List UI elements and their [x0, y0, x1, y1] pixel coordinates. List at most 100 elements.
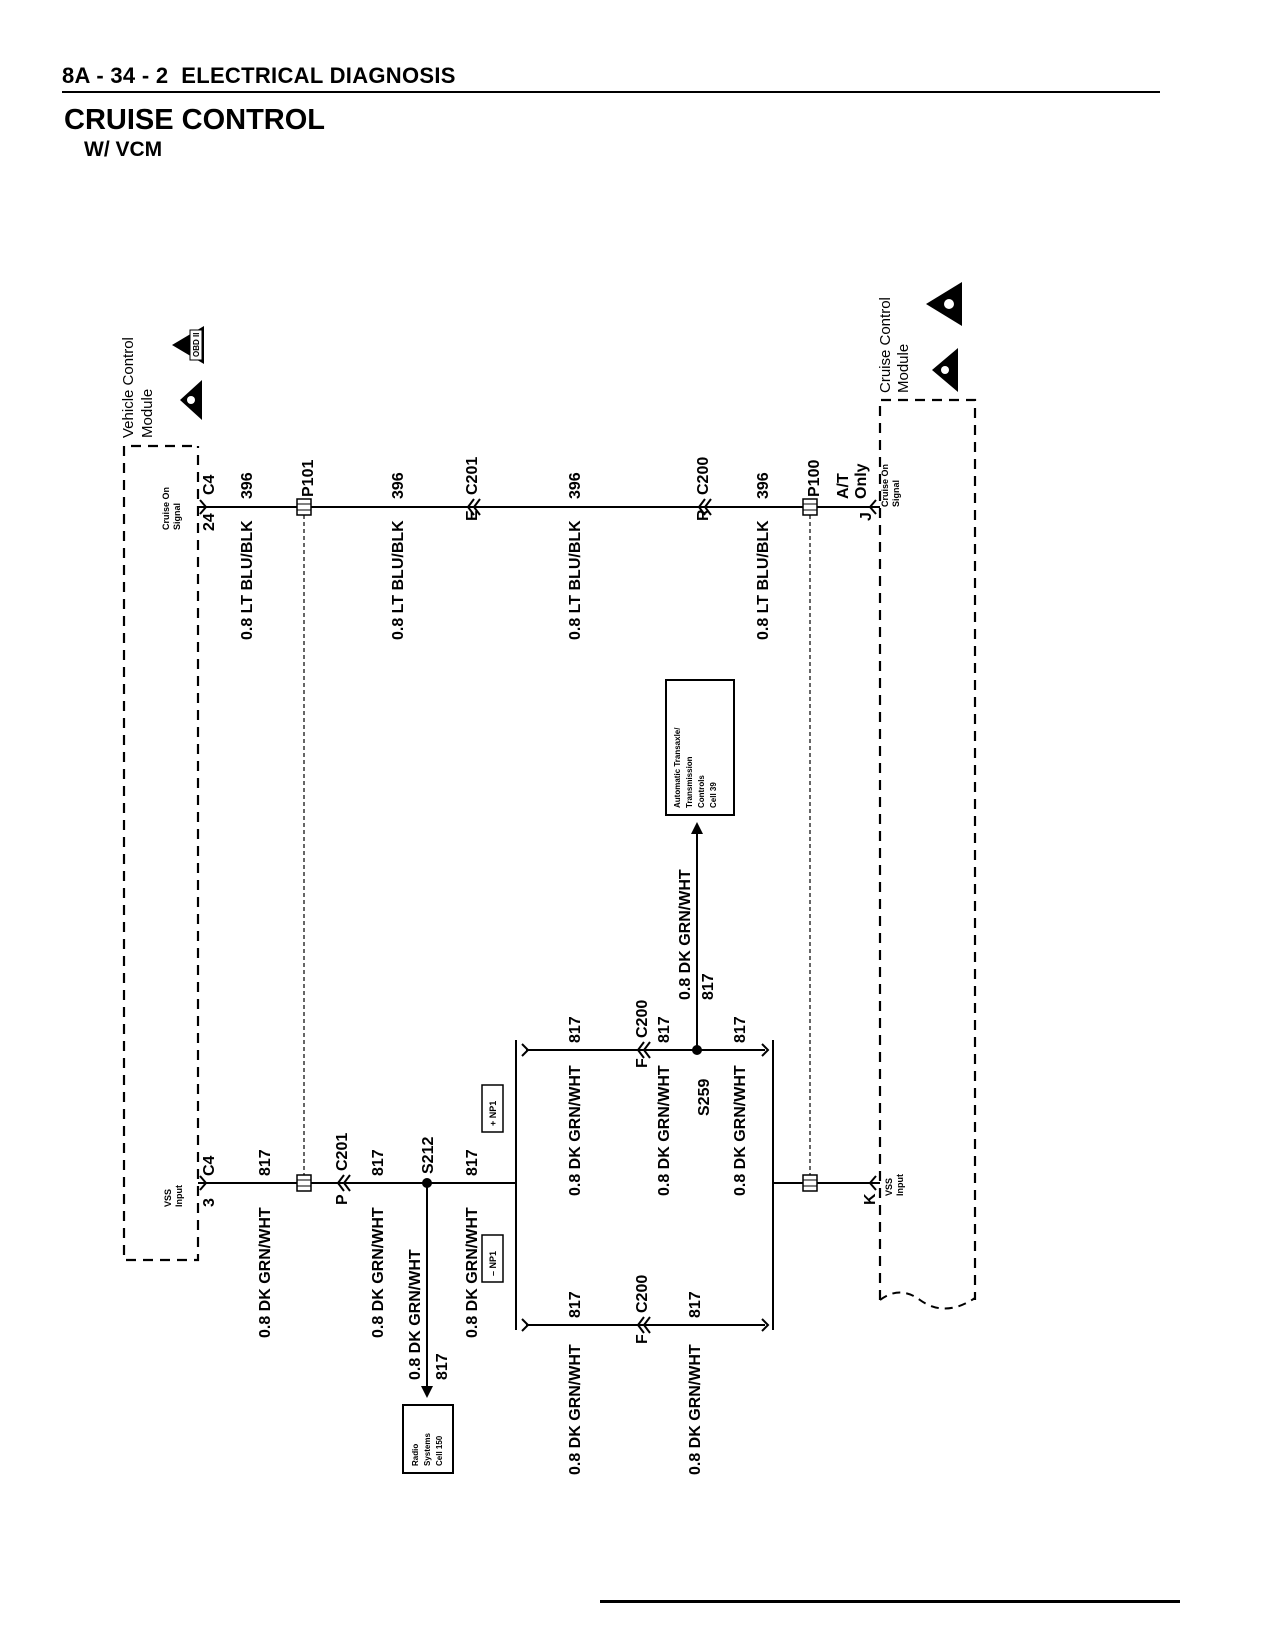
obd-badge-text: OBD II: [192, 333, 201, 357]
break-mark: [761, 1043, 770, 1057]
ccm-name-1: Cruise Control: [877, 297, 894, 393]
trans-ref-3: Controls: [697, 775, 706, 808]
page-header: 8A - 34 - 2 ELECTRICAL DIAGNOSIS: [62, 63, 456, 89]
radio-ref-3: Cell 150: [435, 1435, 444, 1466]
page-title: CRUISE CONTROL: [64, 104, 325, 136]
ccm-box: [878, 398, 977, 1300]
wire-label-817-a: 0.8 DK GRN/WHT: [257, 1207, 274, 1338]
circuit-num-817-g: 817: [567, 1291, 584, 1318]
circuit-num-396-d: 396: [755, 472, 772, 499]
circuit-num-817-c: 817: [464, 1149, 481, 1176]
wire-label-396-d: 0.8 LT BLU/BLK: [755, 520, 772, 640]
vcm-conn-c4-bottom: C4: [201, 1155, 218, 1176]
arrow-down-icon: [421, 1386, 433, 1398]
wire-label-817-radio: 0.8 DK GRN/WHT: [407, 1249, 424, 1380]
wire-label-817-trans: 0.8 DK GRN/WHT: [677, 869, 694, 1000]
label-c200-upper: C200: [634, 1000, 651, 1038]
connector-arrow: [199, 499, 208, 515]
arrow-up-icon: [691, 822, 703, 834]
connector-c200-symbol: [636, 1316, 651, 1334]
wire-label-817-c: 0.8 DK GRN/WHT: [464, 1207, 481, 1338]
vcm-pin-3: 3: [201, 1198, 218, 1207]
trans-ref-box: [665, 679, 735, 816]
at-only-1: A/T: [835, 473, 852, 499]
circuit-num-817-b: 817: [370, 1149, 387, 1176]
trans-ref-4: Cell 39: [709, 782, 718, 808]
splice-pack-817-left: [296, 1174, 312, 1192]
label-p100: P100: [806, 460, 823, 497]
option-plus-np1: + NP1: [488, 1101, 498, 1126]
label-c201-top: C201: [464, 457, 481, 495]
radio-ref-2: Systems: [423, 1433, 432, 1466]
circuit-num-396-a: 396: [239, 472, 256, 499]
pin-p: P: [334, 1194, 351, 1205]
splice-pack-817-right: [802, 1174, 818, 1192]
break-mark: [521, 1318, 530, 1332]
ccm-vss-input-2: Input: [895, 1174, 905, 1196]
ccm-pin-j: J: [858, 512, 875, 521]
esd-warning-icon: [180, 380, 202, 420]
pin-f-lower: F: [634, 1334, 651, 1344]
label-c200-top: C200: [695, 457, 712, 495]
radio-ref-1: Radio: [411, 1444, 420, 1466]
wire-label-396-c: 0.8 LT BLU/BLK: [567, 520, 584, 640]
page-subtitle: W/ VCM: [84, 138, 163, 161]
label-s259: S259: [696, 1079, 713, 1116]
connector-arrow: [868, 1175, 877, 1191]
label-c200-lower: C200: [634, 1275, 651, 1313]
wire-label-396-a: 0.8 LT BLU/BLK: [239, 520, 256, 640]
wire-label-817-f: 0.8 DK GRN/WHT: [732, 1065, 749, 1196]
wire-label-817-g: 0.8 DK GRN/WHT: [567, 1344, 584, 1475]
circuit-num-817-radio: 817: [434, 1353, 451, 1380]
ccm-vss-input-1: VSS: [884, 1178, 894, 1196]
circuit-num-817-f: 817: [732, 1016, 749, 1043]
page-ref: 8A - 34 - 2: [62, 63, 169, 88]
connector-arrow: [199, 1175, 208, 1191]
footer-rule: [600, 1600, 1180, 1603]
vcm-cruise-on-signal-1: Cruise On: [161, 487, 171, 530]
label-p101: P101: [300, 460, 317, 497]
wire-label-817-e: 0.8 DK GRN/WHT: [656, 1065, 673, 1196]
esd-warning-icon: [932, 348, 958, 392]
vcm-vss-input-1: VSS: [163, 1189, 173, 1207]
connector-c201-symbol: [336, 1174, 351, 1192]
vcm-cruise-on-signal-2: Signal: [172, 503, 182, 530]
label-s212: S212: [420, 1137, 437, 1174]
connector-c200-symbol: [697, 498, 712, 516]
connector-c201-symbol: [466, 498, 481, 516]
section-name: ELECTRICAL DIAGNOSIS: [181, 63, 456, 88]
label-c201-bottom: C201: [334, 1133, 351, 1171]
circuit-num-817-e: 817: [656, 1016, 673, 1043]
vcm-box: [122, 444, 200, 1262]
pin-f-upper: F: [634, 1058, 651, 1068]
obd-ii-badge-icon: OBD II: [172, 326, 204, 364]
wire-label-817-d: 0.8 DK GRN/WHT: [567, 1065, 584, 1196]
radio-ref-box: [402, 1404, 454, 1474]
at-only-2: Only: [853, 463, 870, 499]
ccm-name-2: Module: [895, 344, 912, 393]
circuit-num-817-a: 817: [257, 1149, 274, 1176]
vcm-pin-24: 24: [201, 513, 218, 531]
ccm-box-break: [879, 1291, 976, 1310]
option-minus-np1-box: [481, 1234, 504, 1283]
wire-label-817-h: 0.8 DK GRN/WHT: [687, 1344, 704, 1475]
caution-icon: [926, 282, 962, 326]
connector-arrow: [868, 499, 877, 515]
ccm-cruise-on-signal-2: Signal: [891, 480, 901, 507]
vcm-name-1: Vehicle Control: [120, 337, 137, 438]
option-minus-np1: – NP1: [488, 1251, 498, 1276]
wire-label-396-b: 0.8 LT BLU/BLK: [390, 520, 407, 640]
ccm-pin-k: K: [862, 1193, 879, 1205]
vcm-name-2: Module: [139, 389, 156, 438]
splice-pack-p101: [296, 498, 312, 516]
trans-ref-1: Automatic Transaxle/: [673, 727, 682, 808]
circuit-num-817-d: 817: [567, 1016, 584, 1043]
break-mark: [521, 1043, 530, 1057]
wire-label-817-b: 0.8 DK GRN/WHT: [370, 1207, 387, 1338]
break-mark: [761, 1318, 770, 1332]
option-plus-np1-box: [481, 1084, 504, 1133]
circuit-num-396-c: 396: [567, 472, 584, 499]
circuit-num-817-trans: 817: [700, 973, 717, 1000]
vcm-conn-c4-top: C4: [201, 474, 218, 495]
